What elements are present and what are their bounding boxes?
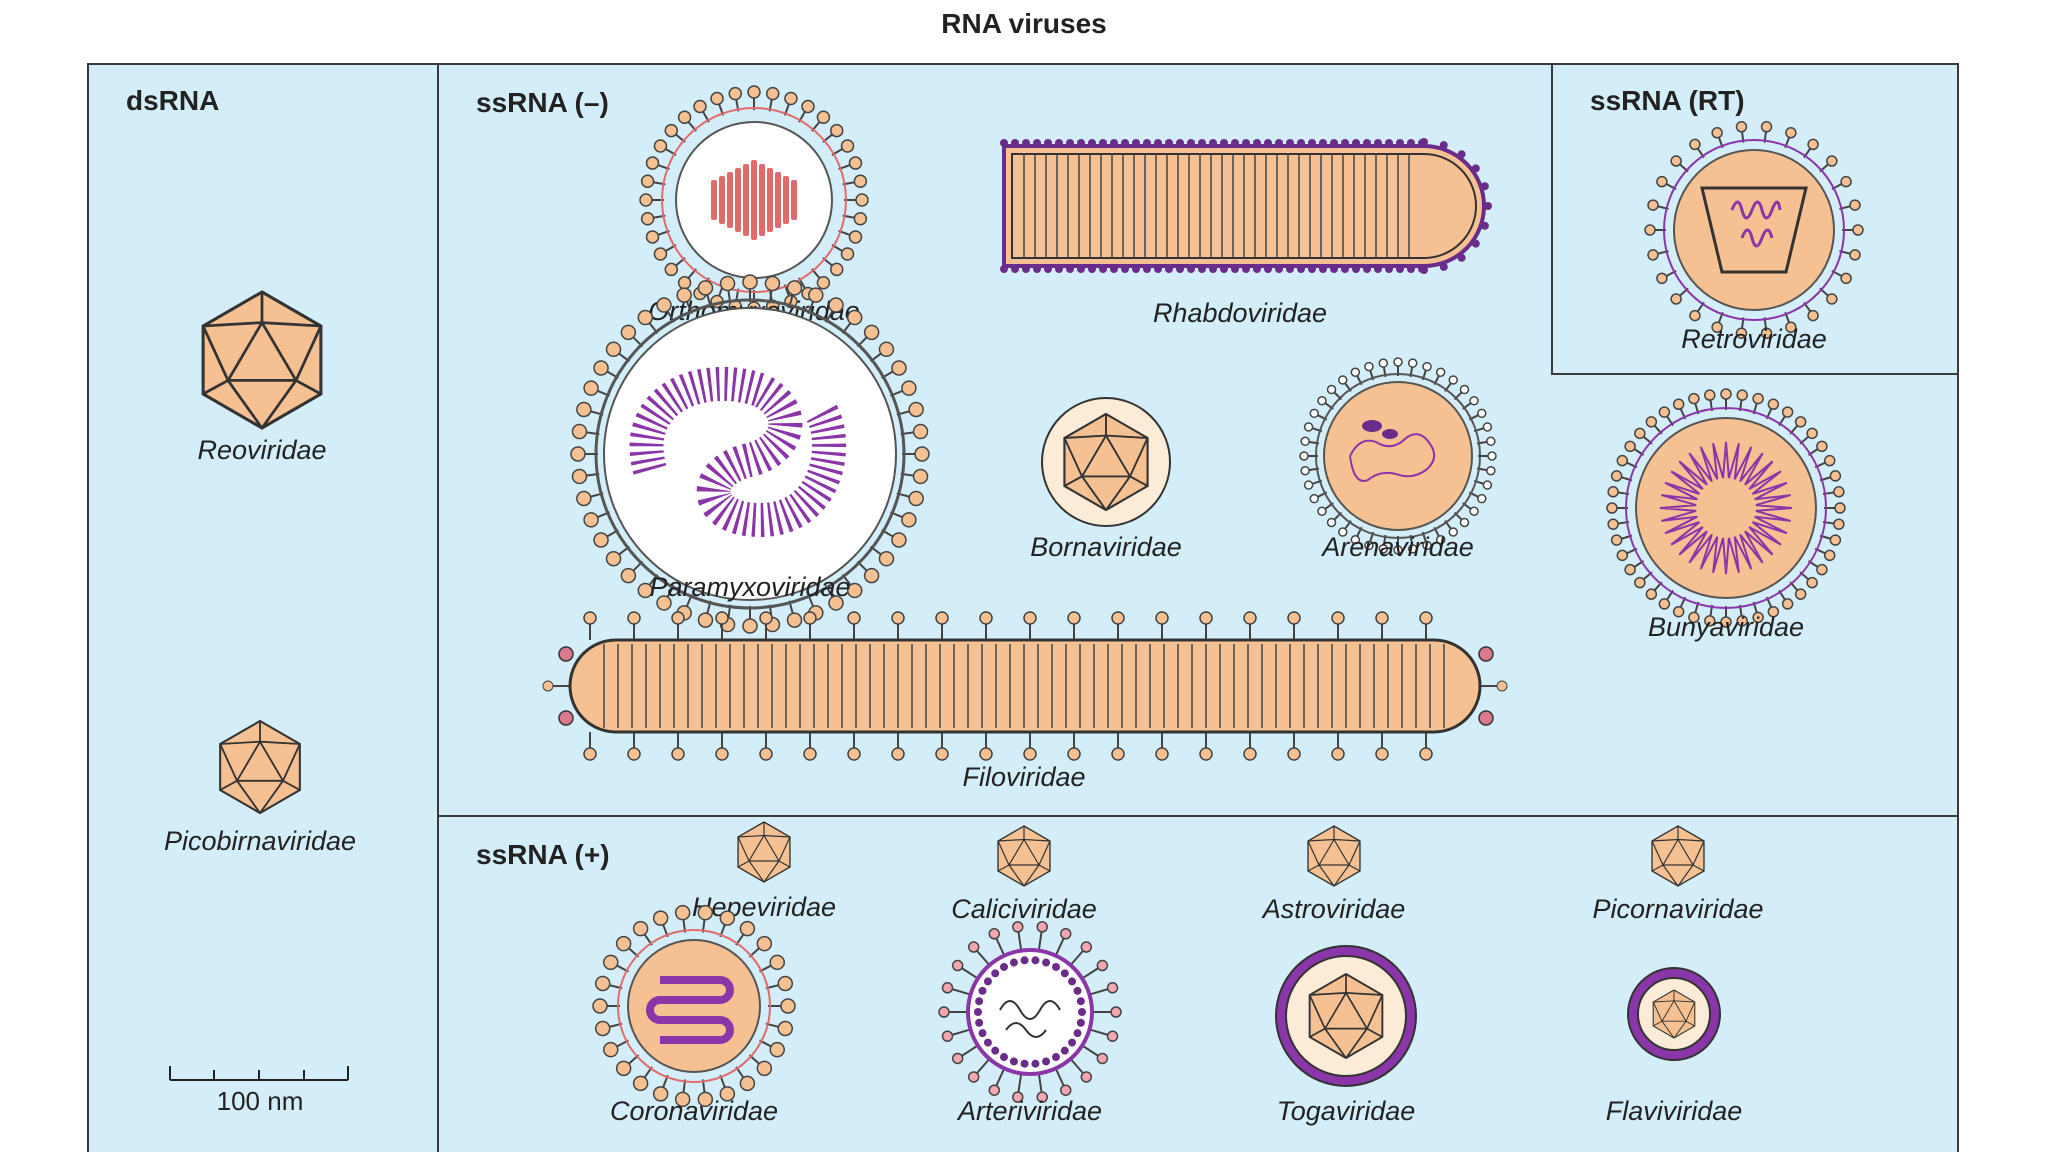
filoviridae-label: Filoviridae <box>962 762 1085 792</box>
page-title: RNA viruses <box>941 8 1107 39</box>
section-label-ssrna-rt: ssRNA (RT) <box>1590 85 1745 116</box>
coronaviridae-label: Coronaviridae <box>610 1096 778 1126</box>
bornaviridae-icon <box>1041 397 1171 527</box>
togaviridae-icon <box>1275 945 1417 1087</box>
section-label-dsrna: dsRNA <box>126 85 219 116</box>
picobirnaviridae-label: Picobirnaviridae <box>164 826 356 856</box>
paramyxoviridae-icon <box>570 274 930 634</box>
bunyaviridae-icon <box>1606 388 1846 628</box>
arenaviridae-label: Arenaviridae <box>1320 532 1474 562</box>
scale-bar-label: 100 nm <box>217 1086 304 1116</box>
bornaviridae-label: Bornaviridae <box>1030 532 1182 562</box>
coronaviridae-icon <box>592 904 796 1108</box>
rhabdoviridae-icon <box>1000 138 1492 274</box>
hepeviridae-label: Hepeviridae <box>692 892 836 922</box>
retroviridae-label: Retroviridae <box>1681 324 1827 354</box>
caliciviridae-label: Caliciviridae <box>951 894 1097 924</box>
bunyaviridae-label: Bunyaviridae <box>1648 612 1804 642</box>
panel-dsrna <box>87 63 439 1152</box>
flaviviridae-icon <box>1627 967 1721 1061</box>
section-label-ssrna-neg: ssRNA (–) <box>476 87 609 118</box>
orthomyxoviridae-icon <box>639 85 869 315</box>
filoviridae-icon <box>542 611 1508 761</box>
retroviridae-icon <box>1644 121 1864 339</box>
section-label-ssrna-pos: ssRNA (+) <box>476 839 610 870</box>
picornaviridae-label: Picornaviridae <box>1592 894 1763 924</box>
paramyxoviridae-label: Paramyxoviridae <box>649 572 850 602</box>
arteriviridae-label: Arteriviridae <box>956 1096 1102 1126</box>
reoviridae-label: Reoviridae <box>197 435 326 465</box>
rhabdoviridae-label: Rhabdoviridae <box>1153 298 1327 328</box>
astroviridae-label: Astroviridae <box>1261 894 1406 924</box>
flaviviridae-label: Flaviviridae <box>1606 1096 1743 1126</box>
togaviridae-label: Togaviridae <box>1277 1096 1416 1126</box>
scale-bar <box>169 1066 349 1081</box>
arteriviridae-icon <box>938 921 1122 1103</box>
arenaviridae-icon <box>1299 357 1497 555</box>
